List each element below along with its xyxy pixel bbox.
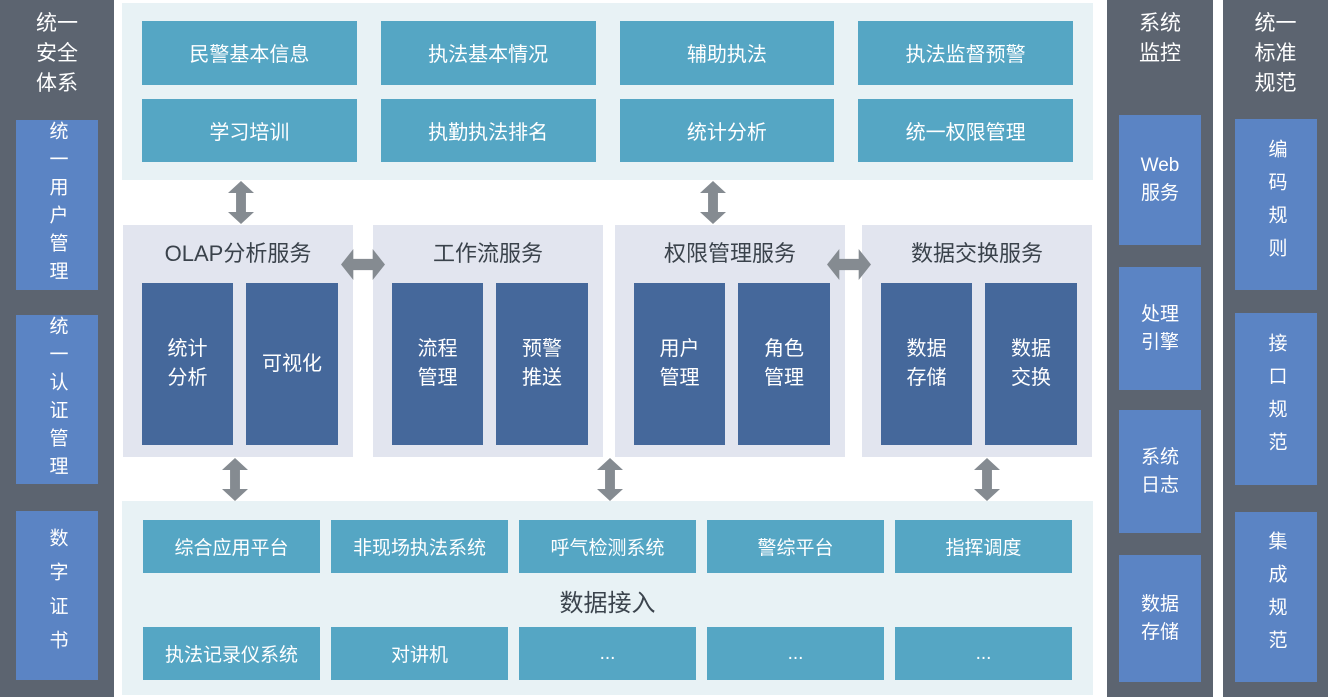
app-box-permission-mgmt: 统一权限管理 [858, 98, 1073, 162]
access-box-body-camera: 执法记录仪系统 [143, 627, 320, 680]
standards-item-integration-spec: 集成规范 [1235, 512, 1317, 682]
service-panel-title: OLAP分析服务 [164, 241, 312, 266]
service-panel-title: 工作流服务 [432, 241, 543, 266]
security-item-auth-mgmt: 统一认证管理 [16, 315, 98, 484]
app-box-statistics-analysis: 统计分析 [619, 98, 835, 162]
access-box-command-dispatch: 指挥调度 [895, 520, 1072, 573]
app-box-assist-enforcement: 辅助执法 [619, 21, 835, 85]
service-panel-permission: 权限管理服务 用户 管理 角色 管理 [615, 225, 845, 457]
module-box-process-mgmt: 流程 管理 [392, 283, 483, 445]
monitor-item-web-service: Web 服务 [1119, 115, 1201, 245]
application-band: 民警基本信息 执法基本情况 辅助执法 执法监督预警 学习培训 执勤执法排名 统计… [122, 3, 1093, 180]
app-box-enforcement-basic: 执法基本情况 [380, 21, 596, 85]
updown-arrow-icon [597, 458, 623, 501]
updown-arrow-icon [700, 181, 726, 224]
security-column-title: 统一 安全 体系 [36, 12, 78, 95]
standards-column: 统一 标准 规范 编码规则 接口规范 集成规范 [1223, 0, 1328, 697]
access-box-ellipsis: ... [707, 627, 884, 680]
module-box-warning-push: 预警 推送 [496, 283, 588, 445]
app-box-learning-training: 学习培训 [142, 98, 357, 162]
standards-item-interface-spec: 接口规范 [1235, 313, 1317, 485]
module-box-stats-analysis: 统计 分析 [142, 283, 233, 445]
access-systems-row: 综合应用平台 非现场执法系统 呼气检测系统 警综平台 指挥调度 [122, 520, 1093, 573]
app-box-supervision-warning: 执法监督预警 [858, 21, 1073, 85]
security-item-digital-cert: 数字证书 [16, 511, 98, 680]
standards-item-label: 集成规范 [1265, 531, 1287, 663]
service-panel-title: 数据交换服务 [910, 241, 1043, 266]
access-devices-row: 执法记录仪系统 对讲机 ... ... ... [122, 627, 1093, 680]
app-box-duty-ranking: 执勤执法排名 [380, 98, 596, 162]
updown-arrow-icon [222, 458, 248, 501]
service-panel-title: 权限管理服务 [663, 241, 796, 266]
module-box-visualization: 可视化 [246, 283, 338, 445]
standards-column-title: 统一 标准 规范 [1254, 12, 1297, 95]
security-item-user-mgmt: 统一用户管理 [16, 120, 98, 290]
monitor-column-title: 系统 监控 [1139, 12, 1181, 65]
monitor-item-processing-engine: 处理 引擎 [1119, 267, 1201, 390]
security-item-label: 数字证书 [46, 527, 68, 664]
monitor-column: 系统 监控 Web 服务 处理 引擎 系统 日志 数据 存储 [1107, 0, 1213, 697]
service-panel-olap: OLAP分析服务 统计 分析 可视化 [123, 225, 353, 457]
updown-arrow-icon [228, 181, 254, 224]
standards-item-coding-rules: 编码规则 [1235, 119, 1317, 290]
module-box-role-mgmt: 角色 管理 [738, 283, 830, 445]
standards-item-label: 接口规范 [1265, 333, 1287, 465]
security-item-label: 统一用户管理 [46, 121, 68, 289]
access-box-ellipsis: ... [519, 627, 696, 680]
service-panel-workflow: 工作流服务 流程 管理 预警 推送 [373, 225, 603, 457]
updown-arrow-icon [974, 458, 1000, 501]
monitor-item-data-storage: 数据 存储 [1119, 555, 1201, 682]
access-box-breath-test: 呼气检测系统 [519, 520, 696, 573]
monitor-item-system-log: 系统 日志 [1119, 410, 1201, 533]
standards-item-label: 编码规则 [1265, 138, 1287, 271]
access-box-offsite-enforcement: 非现场执法系统 [331, 520, 508, 573]
access-box-integrated-platform: 综合应用平台 [143, 520, 320, 573]
data-access-band: 综合应用平台 非现场执法系统 呼气检测系统 警综平台 指挥调度 数据接入 执法记… [122, 501, 1093, 695]
access-box-ellipsis: ... [895, 627, 1072, 680]
service-panel-data-exchange: 数据交换服务 数据 存储 数据 交换 [862, 225, 1092, 457]
app-box-police-basic-info: 民警基本信息 [142, 21, 357, 85]
data-access-label: 数据接入 [559, 590, 656, 617]
module-box-user-mgmt: 用户 管理 [634, 283, 725, 445]
security-item-label: 统一认证管理 [46, 315, 68, 484]
access-box-intercom: 对讲机 [331, 627, 508, 680]
module-box-data-storage: 数据 存储 [881, 283, 972, 445]
security-column: 统一 安全 体系 统一用户管理 统一认证管理 数字证书 [0, 0, 114, 697]
access-box-police-platform: 警综平台 [707, 520, 884, 573]
module-box-data-exchange: 数据 交换 [985, 283, 1077, 445]
